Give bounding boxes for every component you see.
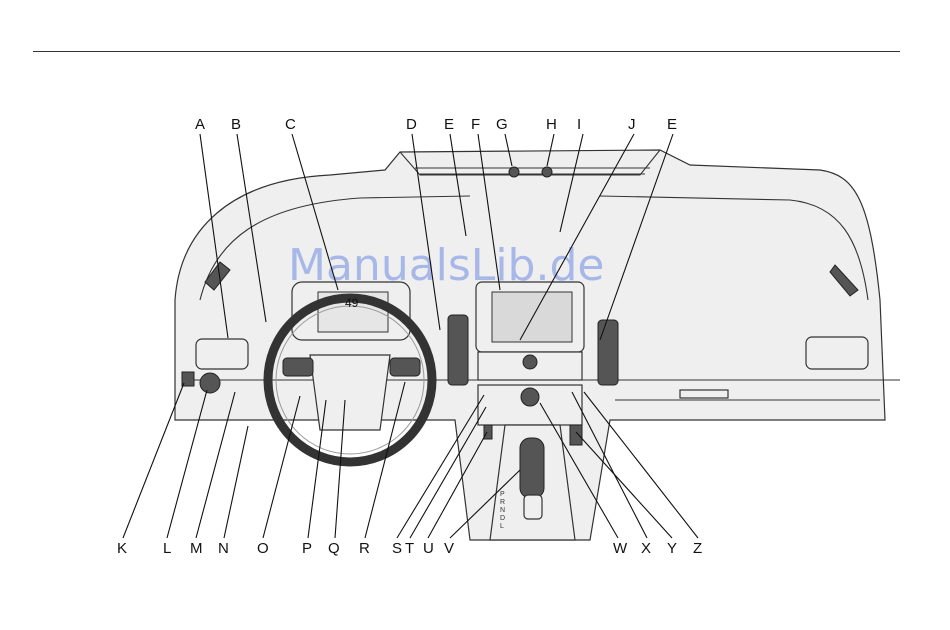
callout-e: E [444, 116, 454, 133]
gear-letter: P [500, 491, 505, 498]
callout-m: M [190, 540, 203, 557]
switch-y [570, 425, 582, 445]
climate-knob [521, 388, 539, 406]
callout-z: Z [693, 540, 702, 557]
steering-hub [310, 355, 390, 430]
callout-u: U [423, 540, 434, 557]
gear-letter: D [500, 515, 505, 522]
callout-e-right: E [667, 116, 677, 133]
left-wheel-controls [283, 358, 313, 376]
callout-l: L [163, 540, 171, 557]
callout-k: K [117, 540, 127, 557]
gear-letter: R [500, 499, 505, 506]
center-right-vent [598, 320, 618, 385]
gear-letter: L [500, 523, 504, 530]
callout-g: G [496, 116, 508, 133]
gear-letter: N [500, 507, 505, 514]
callout-b: B [231, 116, 241, 133]
callout-v: V [444, 540, 454, 557]
center-upper-knob [523, 355, 537, 369]
callout-f: F [471, 116, 480, 133]
callout-o: O [257, 540, 269, 557]
sensor-h [542, 167, 552, 177]
sensor-g [509, 167, 519, 177]
callout-t: T [405, 540, 414, 557]
callout-c: C [285, 116, 296, 133]
callout-q: Q [328, 540, 340, 557]
callout-s: S [392, 540, 402, 557]
center-left-vent [448, 315, 468, 385]
callout-p: P [302, 540, 312, 557]
callout-h: H [546, 116, 557, 133]
glovebox-handle [680, 390, 728, 398]
right-wheel-controls [390, 358, 420, 376]
left-vent [196, 339, 248, 369]
gear-shifter [520, 438, 544, 498]
callout-n: N [218, 540, 229, 557]
callout-j: J [628, 116, 636, 133]
callout-a: A [195, 116, 205, 133]
right-vent [806, 337, 868, 369]
callout-x: X [641, 540, 651, 557]
callout-i: I [577, 116, 581, 133]
callout-y: Y [667, 540, 677, 557]
callout-r: R [359, 540, 370, 557]
speed-readout: 49 [345, 296, 359, 310]
callout-d: D [406, 116, 417, 133]
callout-w: W [613, 540, 628, 557]
center-screen [492, 292, 572, 342]
headlamp-switch [200, 373, 220, 393]
switch-u [484, 425, 492, 439]
